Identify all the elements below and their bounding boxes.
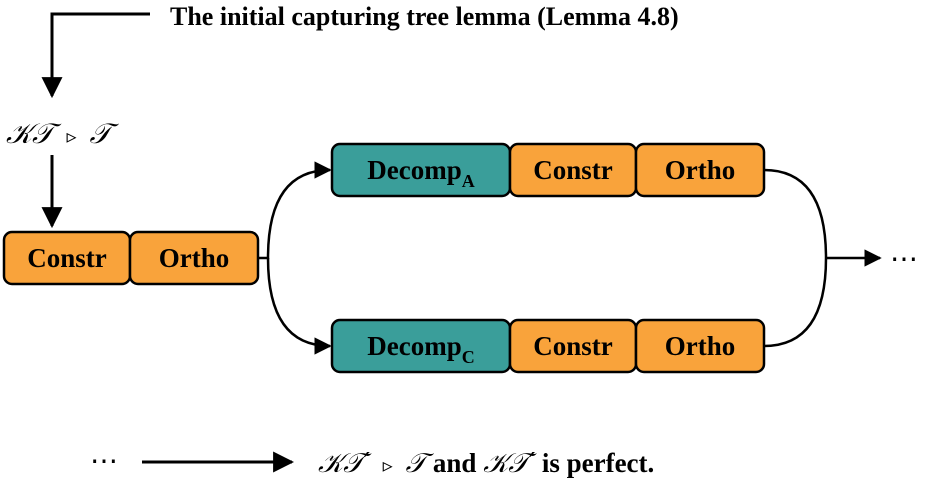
continuation-dots: ⋯ (890, 244, 918, 275)
box-ortho-c-label: Ortho (665, 331, 736, 361)
lemma-connector-arrow (41, 12, 150, 99)
relation-top: 𝒦𝒯 ▹ 𝒯 (6, 117, 120, 150)
box-decomp-c-label: DecompC (367, 331, 474, 367)
branch-to-a (258, 161, 332, 260)
box-constr-start-label: Constr (27, 243, 107, 273)
relation-top-right: 𝒯 (90, 117, 120, 150)
branch-to-c (266, 257, 332, 355)
bottom-lead-dots: ⋯ (90, 446, 118, 477)
box-ortho-start-label: Ortho (159, 243, 230, 273)
box-constr-a-label: Constr (533, 155, 613, 185)
box-ortho-a-label: Ortho (665, 155, 736, 185)
relation-top-op: ▹ (66, 126, 76, 148)
box-decomp-a-label: DecompA (367, 155, 474, 191)
merge-from-a (763, 168, 828, 259)
bottom-statement: 𝒦𝒯′ ▹ 𝒯 and 𝒦𝒯′ is perfect. (318, 448, 654, 479)
box-constr-c-label: Constr (533, 331, 613, 361)
relation-top-left: 𝒦𝒯 (6, 117, 62, 150)
lemma-label: The initial capturing tree lemma (Lemma … (170, 2, 679, 31)
merge-from-c (763, 257, 828, 348)
